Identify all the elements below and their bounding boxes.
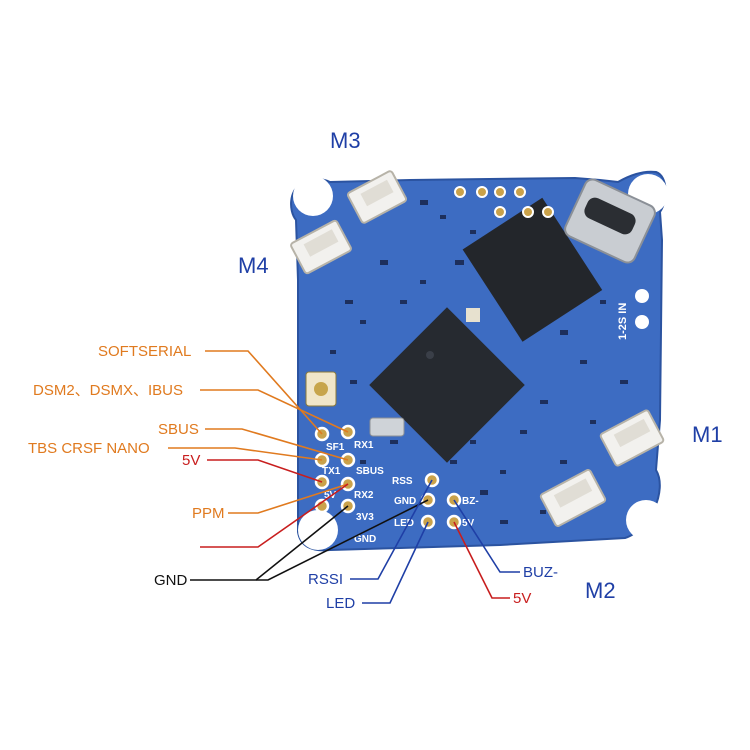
- usb-connector: [564, 178, 656, 264]
- leader-buz: [453, 499, 520, 573]
- silk-rss: RSS: [392, 476, 413, 487]
- label-rssi: RSSI: [308, 571, 343, 588]
- label-m4: M4: [238, 253, 269, 278]
- leader-ppm: [228, 483, 349, 514]
- leader-lines: [168, 350, 520, 604]
- mount-hole: [626, 500, 666, 540]
- silk-sf1: SF1: [326, 442, 345, 453]
- driver-chip: [462, 197, 603, 342]
- label-m2: M2: [585, 578, 616, 603]
- leader-red-bottom: [200, 483, 349, 548]
- boot-button-knob: [314, 382, 328, 396]
- leader-led: [362, 521, 429, 604]
- leader-tbs: [168, 447, 323, 461]
- label-ppm: PPM: [192, 505, 225, 522]
- label-buz: BUZ-: [523, 564, 558, 581]
- label-gnd: GND: [154, 572, 188, 589]
- label-5v-left: 5V: [182, 452, 200, 469]
- motor-connector-m3: [347, 170, 407, 224]
- small-cap: [466, 308, 480, 322]
- mcu-chip: [369, 307, 525, 463]
- silk-input-label: 1-2S IN: [617, 303, 629, 340]
- label-5v-right: 5V: [513, 590, 531, 607]
- leader-dsm-ibus: [200, 389, 349, 433]
- label-tbs: TBS CRSF NANO: [28, 440, 150, 457]
- leader-softserial: [205, 350, 323, 435]
- silk-rx2: RX2: [354, 490, 374, 501]
- label-softserial: SOFTSERIAL: [98, 343, 191, 360]
- label-sbus: SBUS: [158, 421, 199, 438]
- label-m3: M3: [330, 128, 361, 153]
- motor-connector-m4: [290, 219, 352, 275]
- silk-3v3: 3V3: [356, 512, 374, 523]
- label-dsm-ibus: DSM2、DSMX、IBUS: [33, 382, 183, 399]
- silk-tx1: TX1: [322, 466, 341, 477]
- label-led: LED: [326, 595, 355, 612]
- silk-led: LED: [394, 518, 414, 529]
- pcb-board: 1-2S IN: [290, 170, 668, 552]
- callout-labels: SOFTSERIAL DSM2、DSMX、IBUS SBUS TBS CRSF …: [28, 343, 558, 612]
- smd-components: [330, 200, 628, 524]
- crystal: [369, 417, 405, 437]
- mount-hole: [293, 176, 333, 216]
- label-m1: M1: [692, 422, 723, 447]
- leader-5v-right: [453, 521, 510, 599]
- top-pads: [454, 186, 554, 218]
- motor-connector-m1: [599, 409, 665, 467]
- in-pad: [635, 315, 649, 329]
- silk-gnd2: GND: [394, 496, 416, 507]
- leader-rssi: [350, 479, 433, 580]
- silk-sbus: SBUS: [356, 466, 384, 477]
- motor-connector-m2: [539, 469, 607, 527]
- silk-gnd: GND: [354, 534, 376, 545]
- motor-labels: M3 M4 M1 M2: [238, 128, 723, 603]
- silk-bz: BZ-: [462, 496, 479, 507]
- leader-gnd-b: [256, 499, 429, 581]
- in-pad: [635, 289, 649, 303]
- leader-sbus: [205, 428, 349, 461]
- leader-5v-left: [207, 459, 323, 483]
- silk-rx1: RX1: [354, 440, 374, 451]
